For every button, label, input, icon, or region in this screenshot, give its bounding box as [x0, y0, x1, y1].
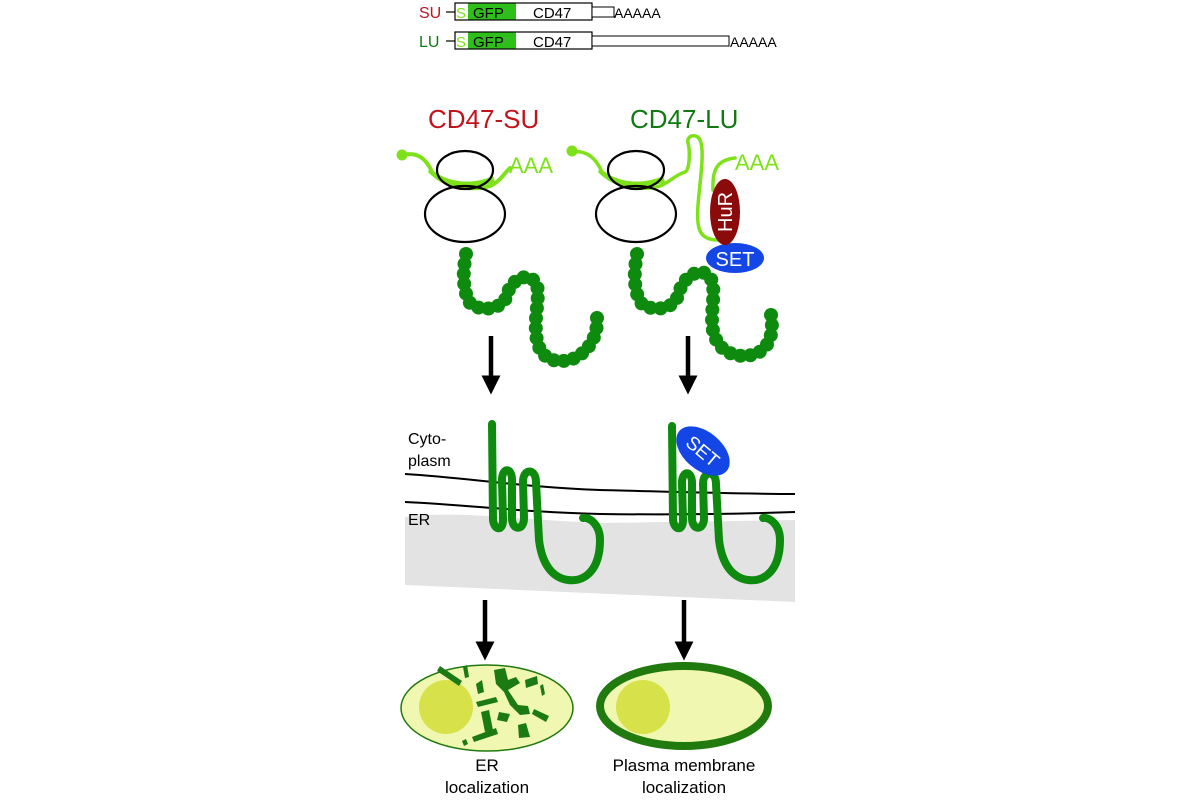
lu-cell-plasma-membrane-localization: Plasma membrane localization	[596, 662, 772, 797]
er-label: ER	[408, 512, 430, 529]
lu-polya-tail: AAA	[735, 150, 779, 175]
lu-peptide-bead	[627, 267, 642, 282]
lu-hur-label: HuR	[715, 192, 737, 232]
lu-outcome-line1: Plasma membrane	[613, 756, 756, 775]
lu-peptide-bead	[764, 308, 778, 322]
lu-peptide-bead	[643, 300, 658, 315]
lu-hur-protein	[710, 179, 740, 245]
su-membrane-protein	[488, 420, 604, 585]
su-outcome-line1: ER	[475, 756, 499, 775]
construct-lu-polya: AAAAA	[730, 34, 777, 50]
lu-large-ribosome	[594, 184, 678, 244]
lu-peptide-bead	[733, 348, 748, 363]
construct-su-label: SU	[419, 5, 441, 22]
su-peptide-bead	[589, 321, 604, 335]
su-nascent-peptide	[456, 247, 604, 368]
lu-peptide-bead	[764, 318, 779, 333]
lu-set-label: SET	[716, 249, 755, 271]
su-nucleus	[419, 680, 473, 734]
construct-lu-3utr	[591, 35, 730, 47]
construct-su-signal: S	[456, 5, 466, 22]
lu-outcome-line2: localization	[642, 778, 726, 797]
su-peptide-bead	[456, 266, 471, 281]
lu-mrna-cap	[566, 145, 578, 157]
su-polya-tail: AAA	[509, 153, 553, 178]
construct-lu-gene: CD47	[533, 34, 571, 51]
lu-small-ribosome	[606, 149, 666, 191]
construct-su-signal-box	[455, 3, 469, 20]
construct-lu-gfp: GFP	[473, 34, 504, 51]
su-outcome-line2: localization	[445, 778, 529, 797]
su-peptide-bead	[530, 281, 545, 296]
lu-peptide-bead	[628, 257, 643, 271]
lu-peptide-bead	[705, 302, 720, 317]
su-peptide-bead	[529, 311, 543, 326]
er-membrane-section: Cyto- plasm ER SET	[404, 420, 796, 661]
su-cell-er-localization: ER localization	[400, 664, 574, 797]
su-mrna-cap	[396, 149, 408, 161]
panel-lu-title: CD47-LU	[630, 104, 738, 134]
su-translation: AAA	[396, 149, 604, 395]
construct-su: SU S GFP CD47 AAAAA	[419, 2, 661, 22]
lu-nucleus	[616, 680, 670, 734]
er-membrane-outer	[404, 473, 796, 495]
cytoplasm-label-2: plasm	[408, 453, 451, 470]
lu-peptide-bead	[705, 312, 719, 327]
er-membrane-inner	[404, 501, 796, 516]
construct-lu-gfp-box	[468, 32, 516, 49]
lu-mrna-tail-segment	[711, 156, 737, 192]
su-peptide-bead	[528, 321, 543, 336]
panel-su-title: CD47-SU	[428, 104, 539, 134]
construct-su-gfp: GFP	[473, 5, 504, 22]
su-peptide-bead	[530, 291, 545, 306]
construct-su-3utr	[591, 6, 615, 18]
su-er-fragments	[437, 665, 549, 746]
su-peptide-bead	[546, 353, 561, 368]
su-small-ribosome	[435, 149, 495, 191]
su-large-ribosome	[423, 184, 507, 244]
su-peptide-bead	[590, 311, 604, 325]
lu-set-protein	[706, 243, 764, 273]
construct-su-gfp-box	[468, 3, 516, 20]
construct-su-polya: AAAAA	[614, 5, 661, 21]
lu-peptide-bead	[706, 282, 721, 297]
lu-translation: AAA SET HuR	[566, 134, 779, 395]
lu-peptide-bead	[763, 328, 778, 343]
construct-lu-signal: S	[456, 34, 466, 51]
membrane-set-protein	[676, 426, 730, 476]
lu-peptide-bead	[706, 292, 721, 307]
construct-su-gene: CD47	[533, 5, 571, 22]
construct-lu-label: LU	[419, 34, 439, 51]
lu-nascent-peptide	[627, 247, 779, 363]
cytoplasm-label-1: Cyto-	[408, 431, 446, 448]
construct-lu: LU S GFP CD47 AAAAA	[419, 31, 777, 51]
